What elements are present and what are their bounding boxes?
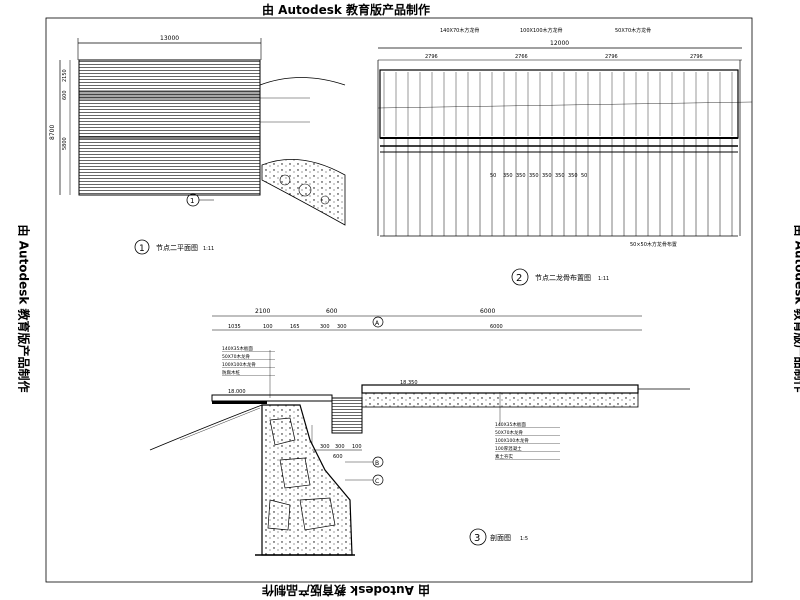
section-title: 剖面图 (490, 533, 511, 542)
watermark-top: 由 Autodesk 教育版产品制作 (262, 3, 431, 17)
section-level-a: 18.350 (400, 380, 418, 386)
section-dim-top-c: 6000 (480, 308, 495, 315)
layout-spacing-label: 350 (542, 173, 552, 179)
plan-stone (279, 174, 291, 186)
section-left-note: 100X100木龙骨 (222, 361, 256, 368)
plan-beam-band (79, 90, 260, 100)
section-title-number: 3 (474, 533, 480, 544)
section-dim-sub-e: 300 (337, 324, 347, 330)
layout-spacing-label: 350 (529, 173, 539, 179)
section-stones (267, 417, 336, 531)
layout-view: 12000 2796 2766 2796 2796 140X70木方龙骨 100… (377, 27, 753, 286)
plan-title-number-circle (134, 239, 150, 255)
plan-view: 13000 8700 2150 600 5800 1 1 节点二平面图 1:11 (49, 35, 346, 255)
layout-spacing-label: 50 (490, 173, 496, 179)
section-dim-sub-d: 300 (320, 324, 330, 330)
section-left-deck (211, 394, 333, 402)
plan-title-number: 1 (139, 244, 145, 254)
section-slope (149, 404, 263, 451)
drawing-frame (45, 17, 753, 583)
plan-dim-left-total: 8700 (49, 125, 56, 140)
section-callout-c: C (375, 478, 379, 485)
layout-scale: 1:11 (598, 276, 609, 282)
layout-note-b: 100X100木方龙骨 (520, 27, 563, 34)
section-step (331, 397, 363, 434)
plan-deck (78, 59, 261, 196)
plan-stone-edge (261, 159, 346, 226)
section-left-note: 防腐木桩 (222, 369, 240, 376)
section-dim-sub-f: 6000 (490, 324, 503, 330)
layout-joists (383, 72, 733, 236)
section-right-note: 100X100木龙骨 (495, 437, 529, 444)
section-bottom-dim-a: 300 (320, 444, 330, 450)
plan-dim-left-a: 2150 (62, 69, 68, 82)
plan-dim-left-c: 5800 (62, 137, 68, 150)
section-right-note: 50X70木龙骨 (495, 429, 524, 436)
section-level-b: 18.000 (228, 389, 246, 395)
section-bottom-dim-d: 600 (333, 454, 343, 460)
section-bottom-dim-b: 300 (335, 444, 345, 450)
plan-stone (320, 195, 330, 205)
section-right-deck (361, 384, 639, 394)
layout-note-c: 50X70木方龙骨 (615, 27, 651, 34)
section-right-note: 140X35木板面 (495, 421, 526, 428)
layout-title-number: 2 (516, 273, 522, 284)
section-slope-line (179, 407, 261, 441)
section-right-note: 素土夯实 (495, 453, 513, 460)
section-dim-sub-a: 1035 (228, 324, 241, 330)
section-scale: 1:5 (520, 536, 528, 542)
layout-dim-seg-a: 2796 (425, 54, 438, 60)
layout-dim-total: 12000 (550, 40, 569, 47)
section-view: 2100 600 6000 1035 100 165 300 300 6000 … (149, 308, 690, 556)
section-callout-a: A (375, 320, 380, 327)
section-callout-a-circle (372, 316, 384, 328)
layout-spacing-label: 50 (581, 173, 587, 179)
section-dim-top-b: 600 (326, 308, 338, 315)
section-right-note: 100厚混凝土 (495, 445, 522, 452)
plan-beam-band (79, 136, 260, 139)
section-title-number-circle (469, 528, 487, 546)
section-left-beam (212, 401, 267, 404)
section-left-note: 140X35木板面 (222, 345, 253, 352)
layout-note-a: 140X70木方龙骨 (440, 27, 479, 34)
layout-title-number-circle (511, 268, 529, 286)
section-dim-sub-c: 165 (290, 324, 300, 330)
plan-dim-top: 13000 (160, 35, 179, 42)
plan-stone (298, 183, 312, 197)
plan-scale: 1:11 (203, 246, 214, 252)
layout-spacing-label: 350 (516, 173, 526, 179)
section-dim-top-a: 2100 (255, 308, 270, 315)
section-left-note: 50X70木龙骨 (222, 353, 251, 360)
layout-upper-frame (379, 69, 739, 139)
layout-dim-seg-b: 2766 (515, 54, 528, 60)
layout-note-bottom: 50×50木方龙骨布置 (630, 241, 677, 248)
layout-title: 节点二龙骨布置图 (535, 273, 591, 282)
plan-callout-label: 1 (190, 197, 194, 205)
layout-curve (377, 101, 753, 109)
section-callout-b: B (375, 460, 379, 467)
plan-dim-left-b: 600 (62, 90, 68, 100)
layout-spacing-label: 350 (568, 173, 578, 179)
layout-dim-seg-d: 2796 (690, 54, 703, 60)
layout-spacing-label: 350 (503, 173, 513, 179)
section-bottom-dim-c: 100 (352, 444, 362, 450)
layout-spacing-label: 350 (555, 173, 565, 179)
plan-edge-curve (259, 77, 346, 86)
plan-title: 节点二平面图 (156, 244, 198, 252)
section-dim-sub-b: 100 (263, 324, 273, 330)
layout-dim-seg-c: 2796 (605, 54, 618, 60)
